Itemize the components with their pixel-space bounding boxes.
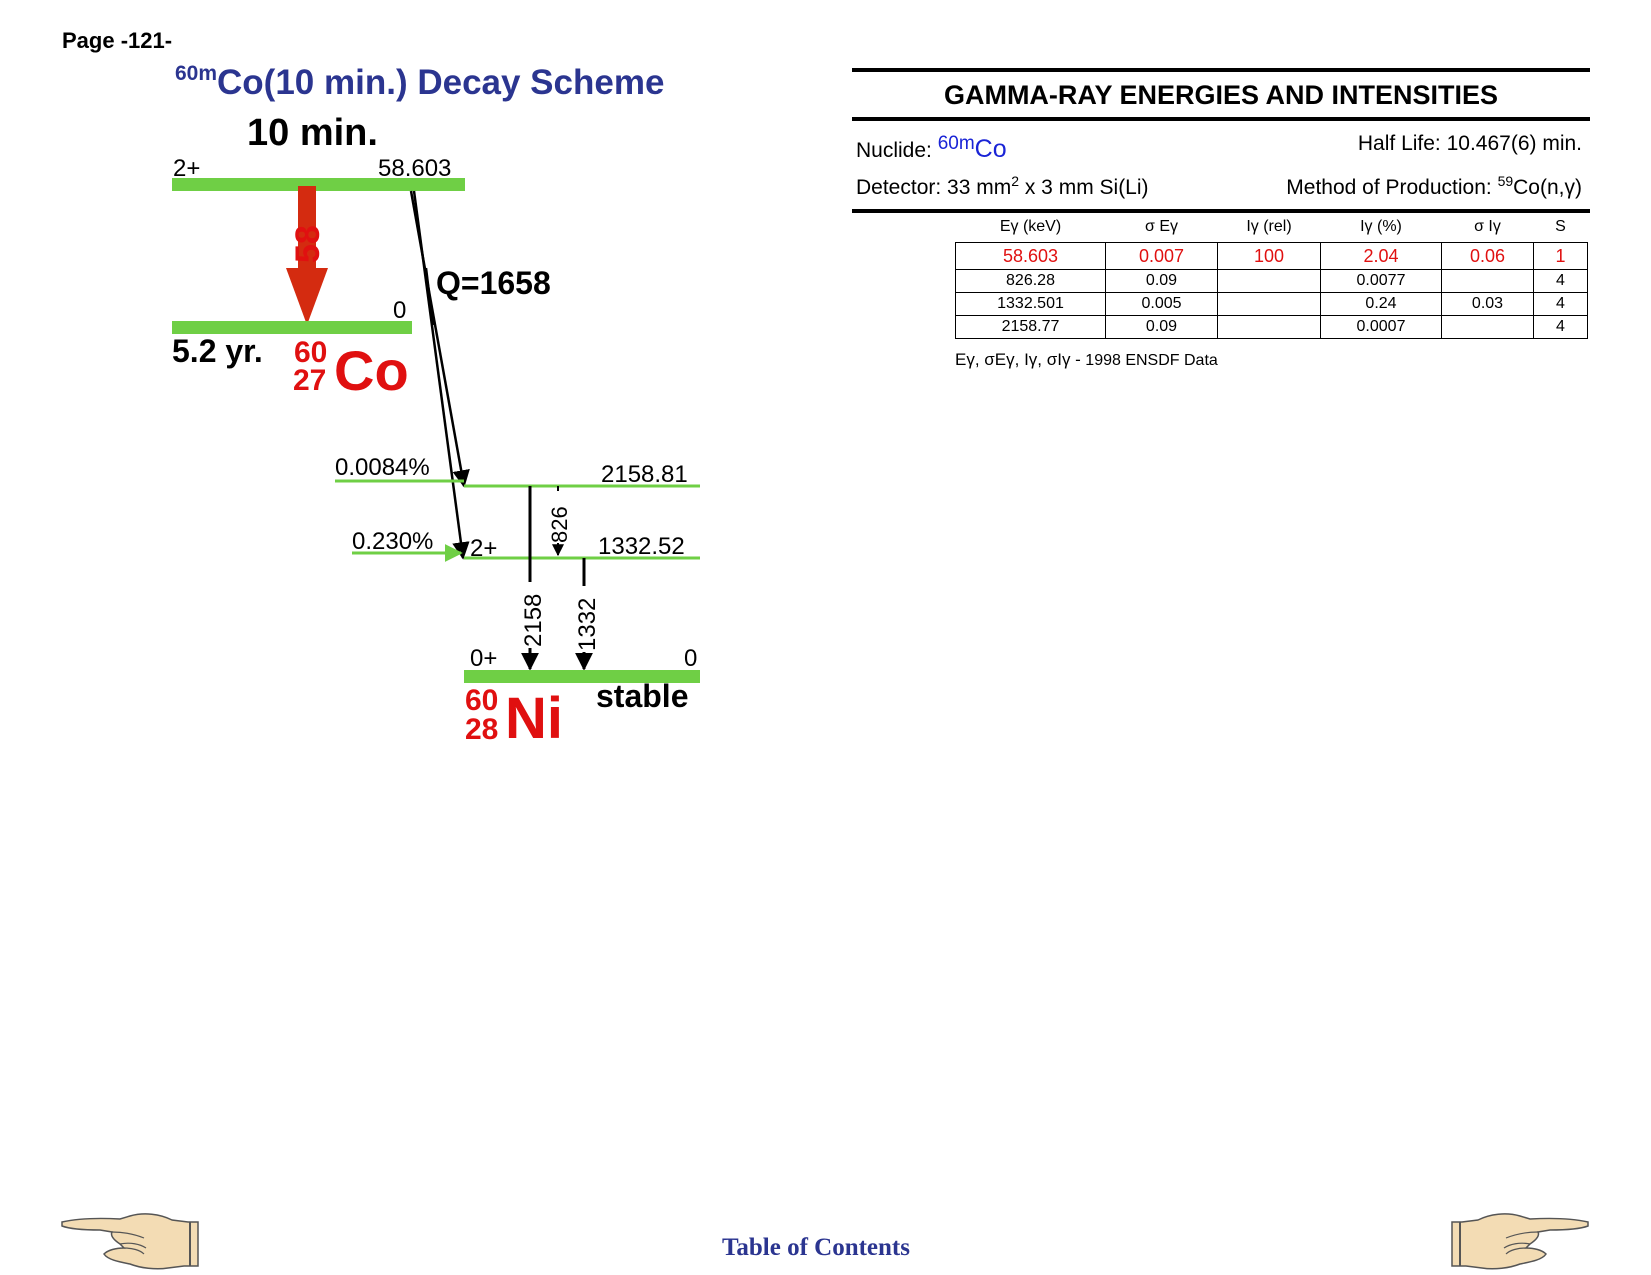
header-energy: Eγ (keV) — [999, 218, 1062, 235]
note-source: 1998 ENSDF Data — [1080, 352, 1218, 369]
header-intensity-rel: Iγ (rel) — [1246, 218, 1292, 235]
level-1332-energy: 1332.52 — [598, 533, 685, 560]
nuclide-field: Nuclide: 60mCo — [856, 133, 1007, 163]
half-life-field: Half Life: 10.467(6) min. — [1357, 132, 1582, 155]
beta-branch-2-intensity: 0.230% — [352, 528, 433, 555]
table-of-contents-link[interactable]: Table of Contents — [722, 1234, 910, 1261]
q-value-marker — [424, 267, 435, 326]
it-arrow-shaft — [298, 186, 316, 268]
ni-ground-level-line — [464, 670, 700, 683]
header-s: S — [1555, 218, 1566, 235]
it-arrow-head — [286, 268, 328, 325]
parent-level-energy: 58.603 — [378, 155, 451, 182]
header-intensity-uncertainty: σ Iγ — [1474, 218, 1501, 235]
header-energy-uncertainty: σ Eγ — [1145, 218, 1178, 235]
page-number: Page -121- — [62, 28, 173, 53]
gamma-826-label: 826 — [547, 506, 572, 543]
beta-branch-1332-arrow — [412, 190, 470, 560]
co-ground-energy: 0 — [393, 297, 406, 324]
ni-mass-number: 60 — [465, 684, 498, 717]
nuclide-symbol: Co — [974, 135, 1007, 163]
ni-spin: 0+ — [470, 645, 497, 672]
ni-level-energy: 0 — [684, 645, 697, 672]
co-halflife: 5.2 yr. — [172, 333, 263, 369]
co-element-symbol: Co — [334, 339, 409, 402]
gamma-1332-label: 1332 — [574, 598, 601, 651]
title-text: Co(10 min.) Decay Scheme — [217, 63, 665, 102]
detector-field: Detector: 33 mm2 x 3 mm Si(Li) — [856, 173, 1149, 199]
data-source-note: Eγ, σEγ, Iγ, σIγ - 1998 ENSDF Data — [955, 350, 1218, 370]
ni-stable-label: stable — [596, 678, 688, 714]
title-rule — [852, 117, 1590, 121]
q-value: Q=1658 — [436, 265, 551, 301]
level-2158-energy: 2158.81 — [601, 461, 688, 488]
it-gamma-label: 58 — [289, 225, 327, 263]
header-intensity-pct: Iγ (%) — [1360, 218, 1402, 235]
ni-element-symbol: Ni — [505, 686, 563, 751]
parent-halflife: 10 min. — [247, 112, 378, 154]
co-ground-level-line — [172, 321, 412, 334]
decay-scheme-diagram: 10 min. 2+ 58.603 58 0 5.2 yr. 60 27 Co … — [172, 112, 700, 751]
detector-info-row: Detector: 33 mm2 x 3 mm Si(Li) Method of… — [852, 166, 1590, 203]
nuclide-mass: 60m — [937, 133, 975, 154]
gamma-ray-section: GAMMA-RAY ENERGIES AND INTENSITIES Nucli… — [852, 68, 1590, 213]
title-mass-number: 60m — [175, 62, 218, 85]
gamma-2158-label: 2158 — [520, 594, 547, 647]
ni-atomic-number: 28 — [465, 713, 498, 746]
co-mass-number: 60 — [294, 336, 327, 369]
top-rule — [852, 68, 1590, 72]
co-atomic-number: 27 — [293, 364, 326, 397]
beta-branch-1-intensity: 0.0084% — [335, 454, 430, 481]
pointing-hand-right-icon[interactable] — [1450, 1208, 1590, 1270]
gamma-table-title: GAMMA-RAY ENERGIES AND INTENSITIES — [943, 80, 1499, 110]
gamma-table-header: Eγ (keV) σ Eγ Iγ (rel) Iγ (%) σ Iγ S — [956, 212, 1588, 243]
parent-spin: 2+ — [173, 155, 200, 182]
nuclide-info-row: Nuclide: 60mCo Half Life: 10.467(6) min. — [852, 129, 1590, 166]
pointing-hand-left-icon[interactable] — [60, 1208, 200, 1270]
info-rule — [852, 209, 1590, 213]
decay-scheme-title: 60mCo(10 min.) Decay Scheme — [175, 62, 664, 103]
note-symbols: Eγ, σEγ, Iγ, σIγ - — [955, 350, 1081, 369]
production-method-field: Method of Production: 59Co(n,γ) — [1286, 173, 1582, 199]
gamma-table: Eγ (keV) σ Eγ Iγ (rel) Iγ (%) σ Iγ S 58.… — [955, 212, 1588, 339]
parent-level-line — [172, 178, 465, 191]
